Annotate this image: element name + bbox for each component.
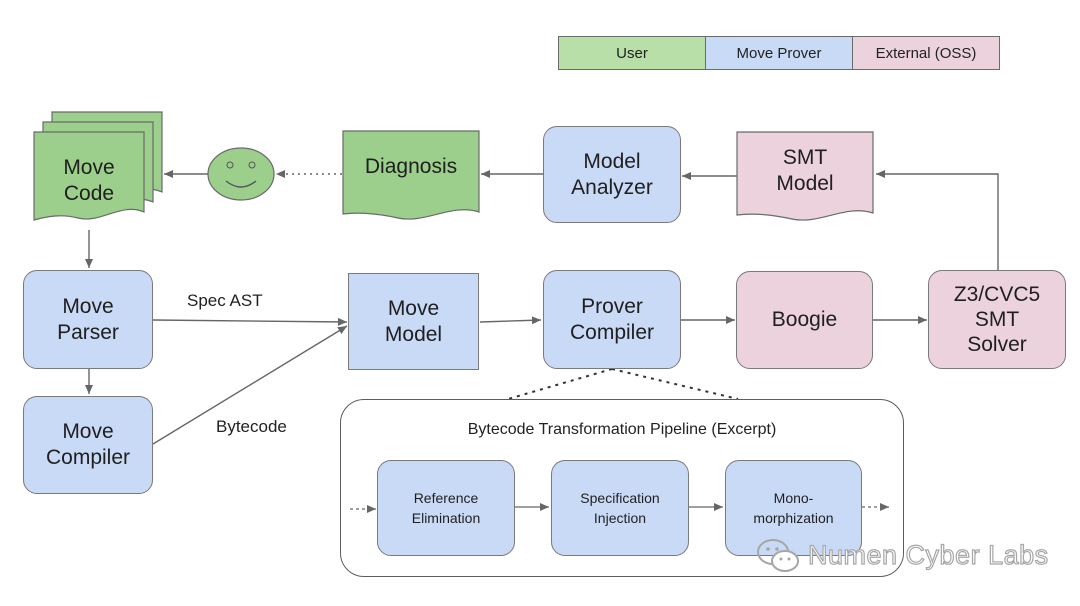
arrow-solver-to-smtmodel [876, 170, 999, 270]
watermark-text: Numen Cyber Labs [807, 539, 1049, 570]
legend-external: External (OSS) [853, 37, 999, 69]
move-code-node: Move Code [63, 156, 115, 205]
pipeline-step-reference-elimination: Reference Elimination [377, 460, 515, 556]
expansion-line-left [507, 368, 613, 400]
prover-compiler-node: Prover Compiler [543, 270, 681, 369]
diagnosis-node: Diagnosis [364, 155, 458, 178]
smt-solver-node: Z3/CVC5 SMT Solver [928, 270, 1066, 369]
arrow-parser-to-model [152, 317, 348, 326]
smt-model-node: SMT Model [776, 146, 834, 195]
wechat-icon [757, 539, 799, 572]
boogie-node: Boogie [736, 271, 873, 369]
move-compiler-node: Move Compiler [23, 396, 153, 494]
model-analyzer-node: Model Analyzer [543, 126, 681, 223]
move-model-node: Move Model [348, 273, 479, 370]
move-code-shape [33, 111, 163, 221]
pipeline-step-specification-injection: Specification Injection [551, 460, 689, 556]
arrow-compiler-to-model [152, 325, 348, 445]
arrow-model-to-provercompiler [479, 316, 542, 325]
user-smiley-icon [207, 147, 275, 201]
diagnosis-shape [342, 130, 480, 220]
edge-label-bytecode: Bytecode [216, 417, 287, 436]
move-parser-node: Move Parser [23, 270, 153, 369]
legend: User Move Prover External (OSS) [558, 36, 1000, 70]
legend-user: User [559, 37, 706, 69]
expansion-line-right [611, 368, 739, 400]
pipeline-title: Bytecode Transformation Pipeline (Excerp… [467, 421, 777, 438]
legend-move-prover: Move Prover [706, 37, 853, 69]
edge-label-spec-ast: Spec AST [187, 291, 263, 310]
smt-model-shape [736, 131, 874, 221]
